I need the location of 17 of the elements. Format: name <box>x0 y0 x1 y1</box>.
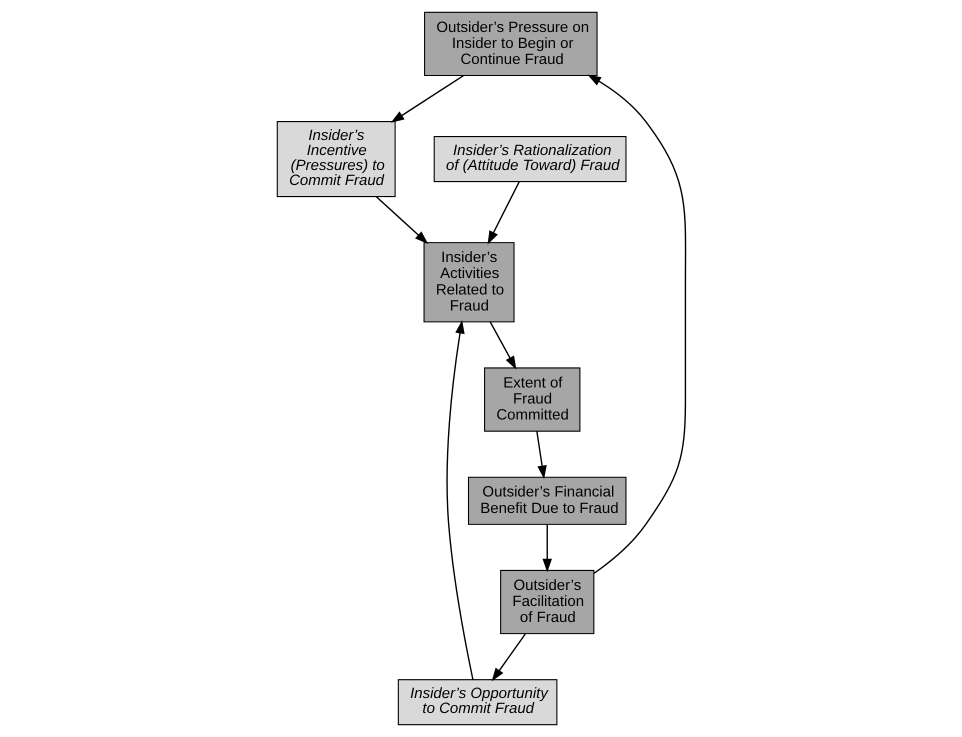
arrow <box>390 74 464 123</box>
arrow <box>489 322 516 370</box>
arrow <box>542 524 552 572</box>
node-box: Insider’s Opportunity to Commit Fraud <box>397 679 557 726</box>
arrow <box>587 74 686 574</box>
node-box: Outsider’s Financial Benefit Due to Fraud <box>467 476 626 525</box>
node-box: Insider’s Incentive (Pressures) to Commit Fraud <box>276 121 396 198</box>
node-box: Outsider’s Pressure on Insider to Begin or Continue Fraud <box>424 12 598 76</box>
arrow <box>487 181 520 244</box>
node-box: Insider’s Activities Related to Fraud <box>423 242 514 322</box>
arrow <box>536 431 546 480</box>
node-box: Outsider’s Facilitation of Fraud <box>500 570 594 634</box>
node-box: Extent of Fraud Committed <box>484 367 580 432</box>
arrow <box>446 320 474 680</box>
arrow <box>491 634 526 682</box>
node-box: Insider’s Rationalization of (Attitude Toward) Fraud <box>433 136 626 182</box>
arrow <box>375 196 428 244</box>
